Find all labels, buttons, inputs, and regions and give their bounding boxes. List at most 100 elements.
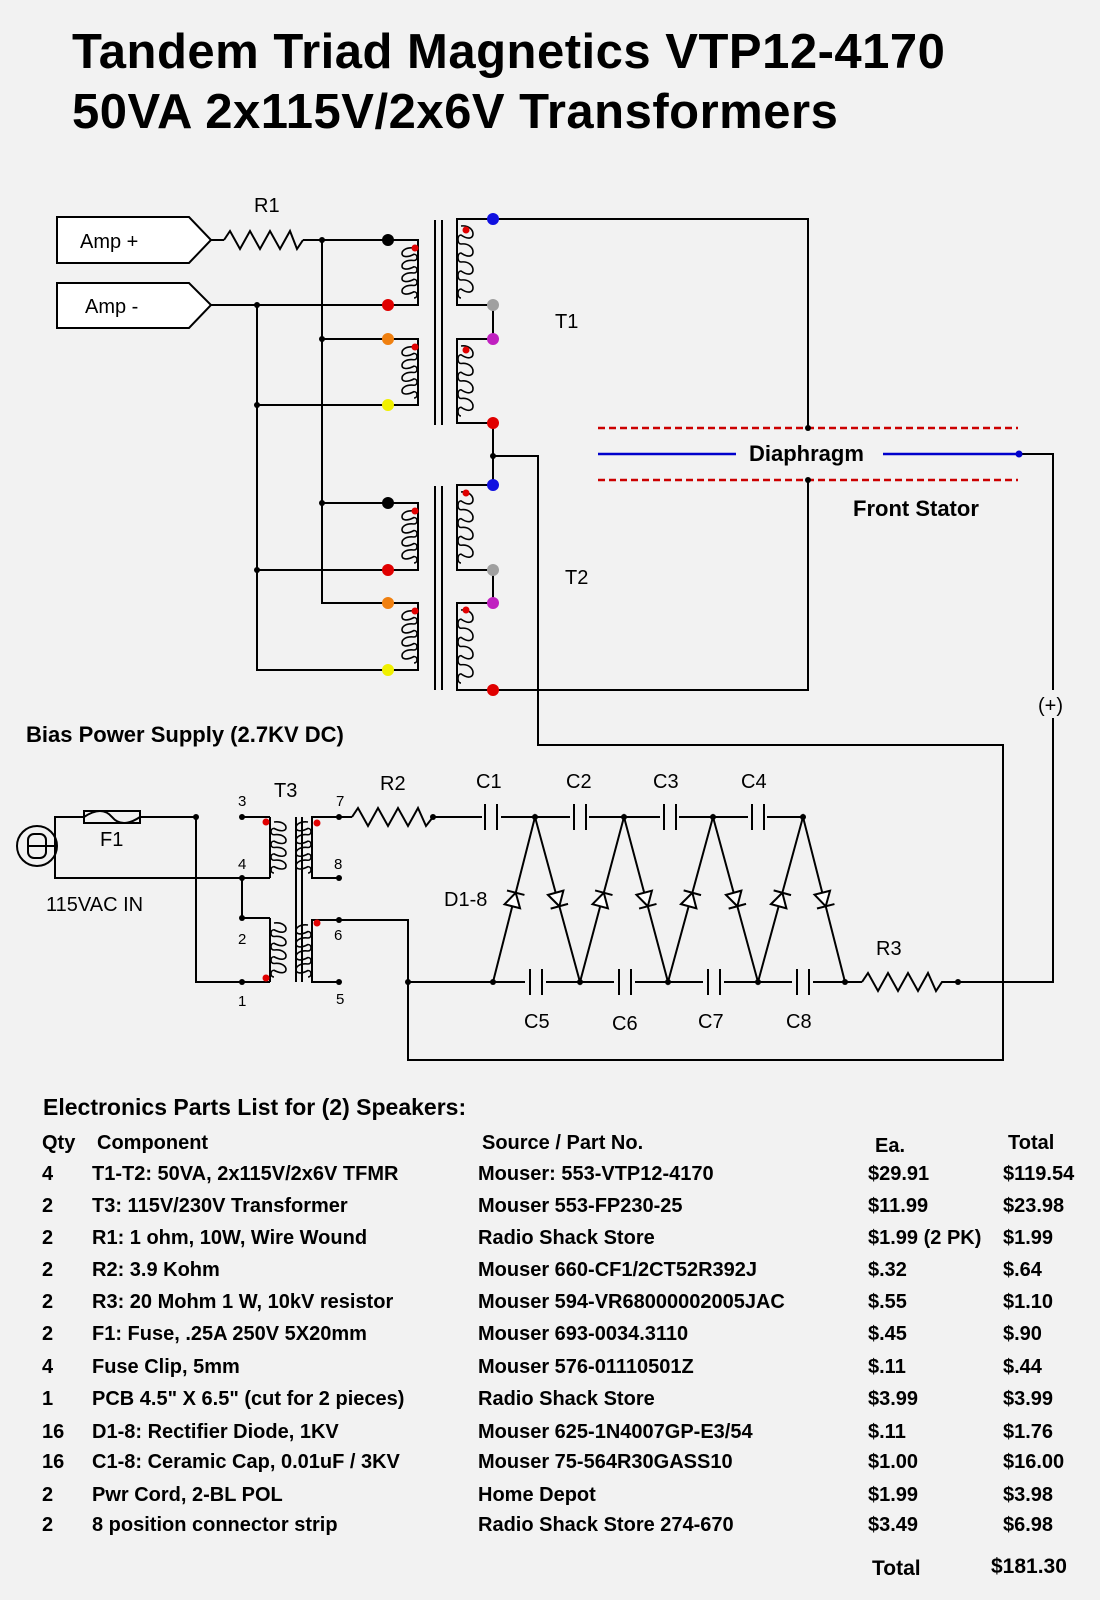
terminal-dot <box>382 399 394 411</box>
junction-dot <box>319 336 325 342</box>
header-each: Ea. <box>875 1135 906 1157</box>
junction-dot <box>254 402 260 408</box>
t2-secondary-b <box>457 609 474 684</box>
t1-secondary-a <box>457 225 474 299</box>
row-source: Mouser: 553-VTP12-4170 <box>478 1163 714 1185</box>
row-source: Mouser 75-564R30GASS10 <box>478 1451 733 1473</box>
row-total: $.44 <box>1003 1356 1042 1378</box>
phase-dot <box>411 607 419 615</box>
junction-dots <box>193 237 961 985</box>
row-source: Radio Shack Store 274-670 <box>478 1514 734 1536</box>
diode-d4 <box>634 889 657 910</box>
row-each: $.45 <box>868 1323 907 1345</box>
pin-4: 4 <box>238 856 246 873</box>
f1-label: F1 <box>100 829 123 851</box>
row-source: Mouser 576-01110501Z <box>478 1356 694 1378</box>
row-each: $29.91 <box>868 1163 930 1185</box>
row-total: $1.10 <box>1003 1291 1054 1313</box>
row-qty: 16 <box>42 1451 65 1473</box>
t1-primary-b <box>401 346 418 399</box>
junction-dot <box>193 814 199 820</box>
terminal-dot <box>382 497 394 509</box>
diode-d5 <box>679 889 702 910</box>
phase-dot <box>411 507 419 515</box>
front-stator-label: Front Stator <box>853 496 979 521</box>
r2-label: R2 <box>380 773 406 795</box>
row-component: R3: 20 Mohm 1 W, 10kV resistor <box>92 1291 394 1313</box>
header-qty: Qty <box>42 1132 76 1154</box>
terminal-dot <box>382 234 394 246</box>
phase-dot <box>462 346 470 354</box>
pin-7: 7 <box>336 793 344 810</box>
row-total: $119.54 <box>1003 1163 1075 1185</box>
row-source: Mouser 660-CF1/2CT52R392J <box>478 1259 758 1281</box>
row-component: R1: 1 ohm, 10W, Wire Wound <box>92 1227 368 1249</box>
row-qty: 2 <box>42 1323 54 1345</box>
terminal-dot <box>487 299 499 311</box>
row-component: PCB 4.5" X 6.5" (cut for 2 pieces) <box>92 1388 405 1410</box>
phase-dot <box>462 226 470 234</box>
phase-dot <box>411 343 419 351</box>
phase-dot <box>411 244 419 252</box>
junction-dot <box>239 814 245 820</box>
pin-5: 5 <box>336 991 344 1008</box>
t2-primary-a <box>401 510 418 564</box>
terminal-dot <box>487 213 499 225</box>
pin-8: 8 <box>334 856 342 873</box>
fuse-f1 <box>83 810 141 824</box>
diaphragm-label: Diaphragm <box>749 441 864 466</box>
cap-label-c4: C4 <box>741 771 767 793</box>
amp-terminals <box>56 216 213 329</box>
cap-label-c8: C8 <box>786 1011 812 1033</box>
row-total: $6.98 <box>1003 1514 1054 1536</box>
t1-label: T1 <box>555 311 578 333</box>
row-component: D1-8: Rectifier Diode, 1KV <box>92 1421 339 1443</box>
amp-plus-terminal <box>56 216 213 264</box>
r1-resistor <box>223 228 304 252</box>
row-component: C1-8: Ceramic Cap, 0.01uF / 3KV <box>92 1451 400 1473</box>
bias-supply-title: Bias Power Supply (2.7KV DC) <box>26 722 344 747</box>
row-qty: 2 <box>42 1195 54 1217</box>
parts-row: 4 Fuse Clip, 5mm Mouser 576-01110501Z $.11 $… <box>0 1356 1100 1386</box>
ac-plug <box>16 825 58 867</box>
junction-dot <box>239 915 245 921</box>
amp-plus-label: Amp + <box>80 231 138 253</box>
ac-in-label: 115VAC IN <box>46 894 143 916</box>
transformer-coils <box>270 225 474 978</box>
row-qty: 2 <box>42 1484 54 1506</box>
parts-row: 2 T3: 115V/230V Transformer Mouser 553-FP2… <box>0 1195 1100 1225</box>
terminal-dots <box>262 213 499 982</box>
junction-dot <box>430 814 436 820</box>
terminal-dot <box>487 417 499 429</box>
t1-primary-a <box>401 247 418 299</box>
phase-dot <box>462 489 470 497</box>
row-total: $.64 <box>1003 1259 1042 1281</box>
r2-resistor <box>351 805 434 829</box>
row-component: T3: 115V/230V Transformer <box>92 1195 348 1217</box>
row-each: $1.99 (2 PK) <box>868 1227 982 1249</box>
pin-3: 3 <box>238 793 246 810</box>
diode-d3 <box>590 889 613 910</box>
junction-dot <box>336 814 342 820</box>
row-each: $.11 <box>868 1356 906 1378</box>
junction-dot <box>490 453 496 459</box>
row-each: $1.00 <box>868 1451 919 1473</box>
row-qty: 4 <box>42 1356 54 1378</box>
t3-label: T3 <box>274 780 297 802</box>
row-qty: 2 <box>42 1227 54 1249</box>
amp-minus-label: Amp - <box>85 296 138 318</box>
header-component: Component <box>97 1132 209 1154</box>
row-source: Mouser 553-FP230-25 <box>478 1195 683 1217</box>
junction-dot <box>239 875 245 881</box>
junction-dot <box>336 875 342 881</box>
page-title: Tandem Triad Magnetics VTP12-4170 50VA 2… <box>72 22 945 142</box>
row-total: $16.00 <box>1003 1451 1065 1473</box>
row-component: Fuse Clip, 5mm <box>92 1356 240 1378</box>
row-component: R2: 3.9 Kohm <box>92 1259 220 1281</box>
terminal-dot <box>382 564 394 576</box>
row-total: $1.99 <box>1003 1227 1054 1249</box>
row-total: $3.99 <box>1003 1388 1054 1410</box>
row-source: Mouser 625-1N4007GP-E3/54 <box>478 1421 753 1443</box>
junction-dot <box>800 814 806 820</box>
